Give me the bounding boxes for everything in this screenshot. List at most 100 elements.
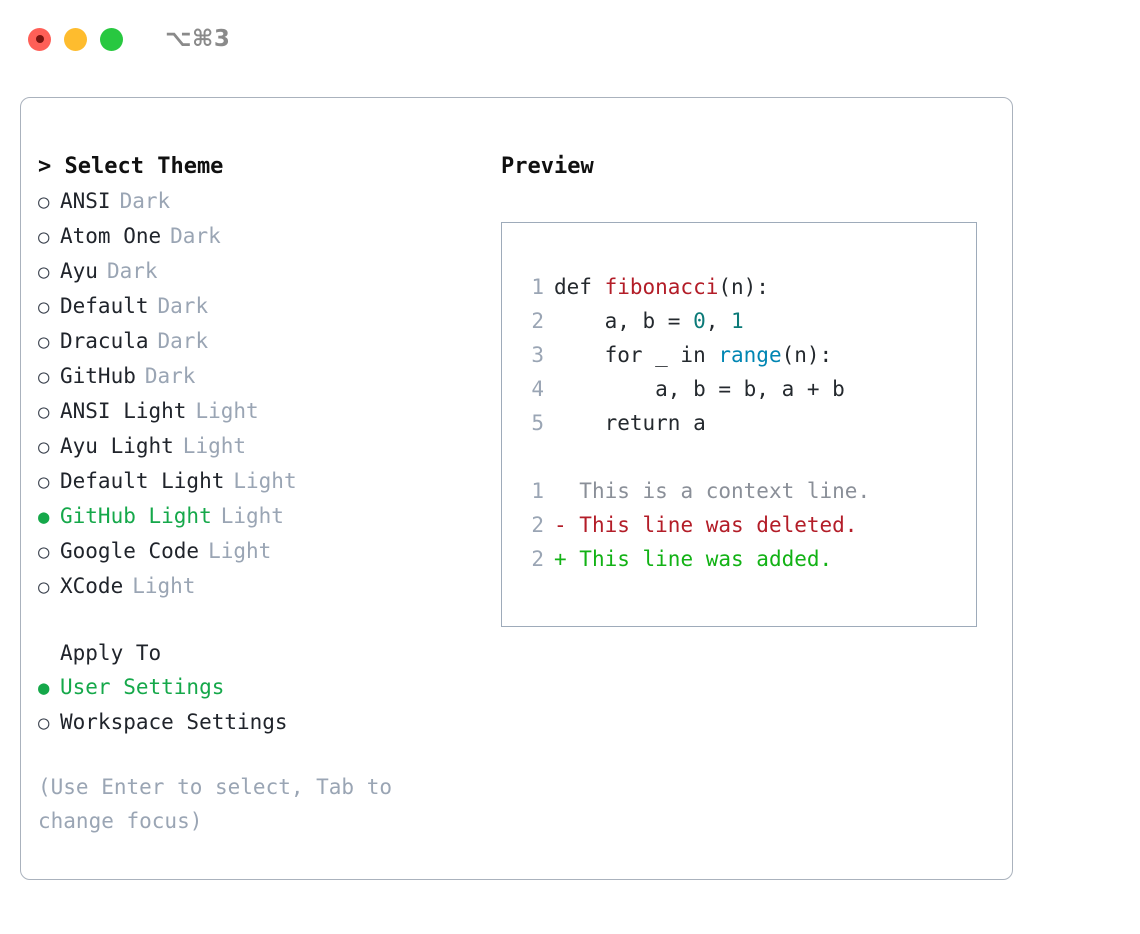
code-token-num: 0 — [693, 309, 706, 333]
theme-option-ansi-light[interactable]: ○ ANSI Light Light — [38, 394, 478, 429]
diff-line-add: 2 + This line was added. — [522, 542, 976, 576]
code-line-content: a, b = 0, 1 — [554, 304, 744, 338]
radio-unselected-icon: ○ — [38, 436, 50, 458]
code-line: 4 a, b = b, a + b — [522, 372, 976, 406]
minimize-button-icon[interactable] — [64, 27, 87, 51]
diff-line-del: 2- This line was deleted. — [522, 508, 976, 542]
theme-option-ayu-light[interactable]: ○ Ayu Light Light — [38, 429, 478, 464]
line-number: 2 — [531, 513, 544, 537]
theme-option-label: ANSI — [60, 189, 111, 213]
maximize-button-icon[interactable] — [100, 27, 123, 51]
code-token-plain: for _ in — [554, 343, 719, 367]
theme-option-github-light[interactable]: ● GitHub Light Light — [38, 499, 478, 534]
code-line: 2 a, b = 0, 1 — [522, 304, 976, 338]
diff-line-text: This line was added. — [579, 547, 833, 571]
code-line-content: a, b = b, a + b — [554, 372, 845, 406]
theme-option-label: Atom One — [60, 224, 162, 248]
radio-unselected-icon: ○ — [38, 366, 50, 388]
radio-unselected-icon: ○ — [38, 226, 50, 248]
theme-variant-tag: Dark — [157, 329, 209, 353]
code-token-plain: (n): — [781, 343, 833, 367]
radio-unselected-icon: ○ — [38, 576, 50, 598]
diff-line-text: This is a context line. — [579, 479, 871, 503]
radio-unselected-icon: ○ — [38, 541, 50, 563]
diff-line-ctx: 1 This is a context line. — [522, 474, 976, 508]
code-token-plain: a, b = b, a + b — [554, 377, 845, 401]
preview-heading: Preview — [501, 154, 594, 179]
theme-variant-tag: Dark — [157, 294, 209, 318]
theme-variant-tag: Light — [182, 434, 247, 458]
theme-option-label: Ayu — [60, 259, 98, 283]
apply-to-option-user-settings[interactable]: ●User Settings — [38, 670, 478, 705]
code-line: 5 return a — [522, 406, 976, 440]
code-token-plain: a, b = — [554, 309, 694, 333]
code-line-content: return a — [554, 406, 706, 440]
theme-option-ansi[interactable]: ○ ANSI Dark — [38, 184, 478, 219]
theme-variant-tag: Light — [233, 469, 297, 493]
theme-option-google-code[interactable]: ○ Google Code Light — [38, 534, 478, 569]
radio-unselected-icon: ○ — [38, 191, 50, 213]
diff-marker: + — [554, 547, 580, 571]
apply-to-option-label: Workspace Settings — [60, 710, 288, 734]
theme-option-default-light[interactable]: ○ Default Light Light — [38, 464, 478, 499]
theme-variant-tag: Dark — [144, 364, 196, 388]
theme-option-label: Ayu Light — [60, 434, 174, 458]
radio-unselected-icon: ○ — [38, 712, 50, 734]
theme-option-label: Default — [60, 294, 149, 318]
radio-selected-icon: ● — [38, 506, 50, 528]
line-number: 3 — [531, 343, 544, 367]
code-diff-spacer — [522, 440, 976, 474]
radio-unselected-icon: ○ — [38, 401, 50, 423]
theme-variant-tag: Light — [220, 504, 284, 528]
radio-unselected-icon: ○ — [38, 296, 50, 318]
code-line-content: for _ in range(n): — [554, 338, 833, 372]
theme-variant-tag: Dark — [119, 189, 171, 213]
theme-option-label: Default Light — [60, 469, 225, 493]
theme-option-label: Google Code — [60, 539, 200, 563]
apply-to-option-workspace-settings[interactable]: ○ Workspace Settings — [38, 705, 478, 740]
line-number: 4 — [531, 377, 544, 401]
line-number: 2 — [531, 547, 544, 571]
theme-variant-tag: Light — [208, 539, 272, 563]
line-number: 2 — [531, 309, 544, 333]
theme-variant-tag: Light — [195, 399, 259, 423]
code-line: 3 for _ in range(n): — [522, 338, 976, 372]
line-number: 5 — [531, 411, 544, 435]
code-line: 1 def fibonacci(n): — [522, 270, 976, 304]
code-token-plain: def — [554, 275, 605, 299]
apply-to-option-list[interactable]: ●User Settings ○ Workspace Settings — [38, 670, 478, 740]
theme-option-label: GitHub — [60, 364, 136, 388]
theme-variant-tag: Dark — [106, 259, 158, 283]
keyboard-hint-text: (Use Enter to select, Tab to change focu… — [38, 775, 393, 833]
close-button-icon[interactable] — [28, 27, 51, 51]
code-line-content: def fibonacci(n): — [554, 270, 769, 304]
theme-option-label: Dracula — [60, 329, 149, 353]
theme-option-label: GitHub Light — [60, 504, 212, 528]
diff-line-text: This line was deleted. — [579, 513, 858, 537]
diff-marker: - — [554, 513, 580, 537]
code-token-plain: (n): — [718, 275, 769, 299]
code-token-num: 1 — [731, 309, 744, 333]
theme-option-github[interactable]: ○ GitHub Dark — [38, 359, 478, 394]
theme-option-label: ANSI Light — [60, 399, 187, 423]
code-token-plain: , — [705, 309, 732, 333]
code-token-plain: return a — [554, 411, 706, 435]
theme-option-default[interactable]: ○ Default Dark — [38, 289, 478, 324]
apply-to-heading: Apply To — [60, 641, 162, 665]
diff-marker — [554, 474, 579, 508]
title-bar: ⌥⌘3 — [0, 0, 1140, 78]
code-token-call: range — [718, 343, 782, 367]
code-token-fn: fibonacci — [604, 275, 719, 299]
radio-unselected-icon: ○ — [38, 471, 50, 493]
line-number: 1 — [531, 275, 544, 299]
